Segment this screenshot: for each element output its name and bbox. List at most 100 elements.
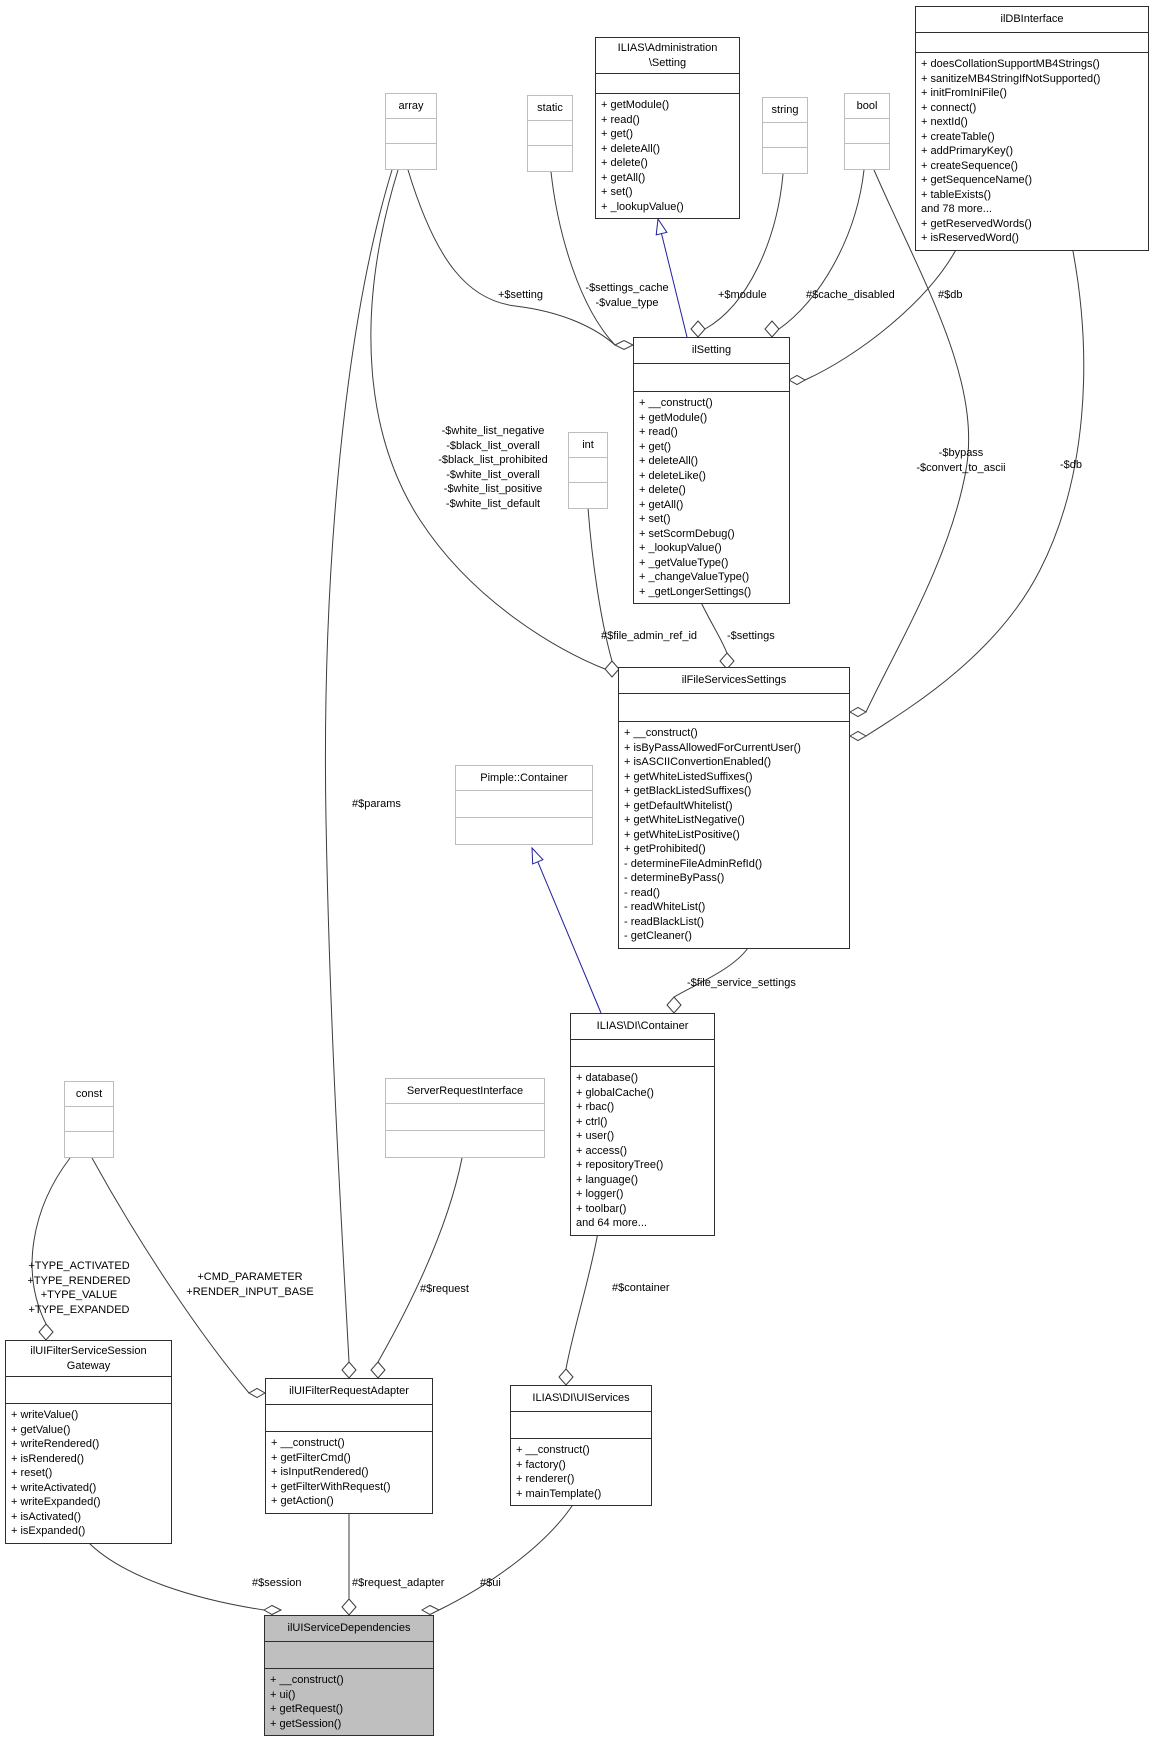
class-box-ui-filter-session-gateway[interactable]: ilUIFilterServiceSession Gateway + write… — [5, 1340, 172, 1544]
type-empty-cell — [845, 144, 889, 169]
member-line: + _getLongerSettings() — [639, 585, 752, 598]
member-line: + isASCIIConvertionEnabled() — [624, 756, 772, 768]
member-line: + __construct() — [624, 727, 698, 739]
member-line: and 78 more... — [921, 203, 992, 215]
class-members: + __construct()+ getFilterCmd()+ isInput… — [266, 1432, 432, 1513]
member-line: + getModule() — [639, 411, 708, 424]
member-line: + get() — [601, 128, 634, 140]
member-line: + setScormDebug() — [639, 527, 735, 540]
edge-db-fss — [865, 245, 1085, 737]
class-title: ILIAS\DI\UIServices — [511, 1386, 651, 1412]
diamond-session — [262, 1604, 283, 1616]
member-line: + deleteAll() — [601, 142, 661, 155]
member-line: + _lookupValue() — [639, 542, 722, 554]
type-title: Pimple::Container — [456, 766, 592, 791]
class-members: + writeValue()+ getValue()+ writeRendere… — [6, 1404, 171, 1543]
type-empty-cell — [763, 148, 807, 173]
member-line: + isExpanded() — [11, 1525, 86, 1537]
class-members: + getModule()+ read()+ get()+ deleteAll(… — [596, 94, 739, 218]
member-line: + createSequence() — [921, 159, 1018, 172]
edge-file-admin-ref-id — [587, 507, 613, 662]
member-line: + getReservedWords() — [921, 217, 1032, 230]
member-line: + read() — [639, 426, 678, 438]
member-line: + deleteLike() — [639, 469, 706, 482]
class-box-admin-setting[interactable]: ILIAS\Administration \Setting + getModul… — [595, 37, 740, 219]
edge-label-db-setting: #$db — [938, 289, 963, 301]
member-line: + getWhiteListPositive() — [624, 828, 740, 841]
edge-label-file-admin-ref-id: #$file_admin_ref_id — [601, 630, 698, 642]
member-line: + get() — [639, 440, 672, 453]
edge-label-file-service-settings: -$file_service_settings — [687, 977, 796, 989]
class-attributes-empty — [916, 33, 1148, 53]
type-empty-cell — [528, 146, 572, 171]
member-line: + rbac() — [576, 1101, 615, 1113]
edge-container — [565, 1231, 599, 1370]
edge-setting — [407, 169, 616, 346]
member-line: + getBlackListedSuffixes() — [624, 785, 752, 797]
edge-ui — [438, 1502, 575, 1611]
class-box-ilfileservicessettings[interactable]: ilFileServicesSettings + __construct()+ … — [618, 667, 850, 949]
type-title: bool — [845, 94, 889, 119]
class-members: + __construct() + getModule() + read() + ge… — [634, 392, 789, 603]
type-box-int: int — [568, 432, 608, 509]
diamond-bypass — [848, 706, 868, 718]
type-empty-cell — [386, 119, 436, 144]
edge-label-setting: +$setting — [498, 289, 543, 301]
type-empty-cell — [456, 818, 592, 844]
member-line: + getFilterCmd() — [271, 1451, 351, 1464]
class-box-ilsetting[interactable]: ilSetting + __construct()+ getModule()+ … — [633, 337, 790, 604]
diamond-type-constants — [38, 1323, 54, 1341]
member-line: - read() — [624, 886, 661, 899]
edge-label-settings-fss: -$settings — [727, 630, 775, 642]
class-box-ildbinterface[interactable]: ilDBInterface + doesCollationSupportMB4S… — [915, 6, 1149, 251]
edge-label-session: #$session — [252, 1577, 302, 1589]
member-line: + __construct() — [639, 397, 713, 409]
member-line: - determineFileAdminRefId() — [624, 857, 763, 870]
type-empty-cell — [569, 458, 607, 483]
member-line: + factory() — [516, 1458, 566, 1471]
member-line: + access() — [576, 1144, 628, 1157]
edge-cache-disabled — [778, 169, 865, 330]
diamond-request — [370, 1361, 386, 1379]
member-line: and 64 more... — [576, 1217, 647, 1229]
type-box-pimple-container: Pimple::Container — [455, 765, 593, 845]
class-box-ui-service-dependencies[interactable]: ilUIServiceDependencies + __construct()+… — [264, 1615, 434, 1736]
class-box-di-container[interactable]: ILIAS\DI\Container + database()+ globalC… — [570, 1013, 715, 1236]
member-line: + getFilterWithRequest() — [271, 1480, 391, 1493]
class-title: ILIAS\Administration \Setting — [596, 38, 739, 74]
diamond-module — [690, 320, 706, 338]
member-line: + _lookupValue() — [601, 200, 684, 213]
type-empty-cell — [65, 1132, 113, 1157]
member-line: + initFromIniFile() — [921, 87, 1007, 99]
class-box-di-ui-services[interactable]: ILIAS\DI\UIServices + __construct()+ fac… — [510, 1385, 652, 1506]
member-line: + getRequest() — [270, 1703, 344, 1715]
edge-db-setting — [804, 245, 959, 381]
member-line: + connect() — [921, 101, 977, 114]
class-members: + __construct()+ isByPassAllowedForCurre… — [619, 722, 849, 948]
class-title: ilUIFilterRequestAdapter — [266, 1379, 432, 1405]
edge-inherit-ilsetting — [661, 233, 688, 338]
member-line: + writeValue() — [11, 1409, 79, 1421]
diamond-params — [341, 1361, 357, 1379]
diamond-request-adapter — [341, 1598, 357, 1616]
edge-label-cache-disabled: #$cache_disabled — [806, 289, 895, 301]
class-box-ui-filter-request-adapter[interactable]: ilUIFilterRequestAdapter + __construct()… — [265, 1378, 433, 1514]
member-line: + getAll() — [639, 498, 684, 511]
edge-label-white-lists: -$white_list_negative -$black_list_overa… — [438, 425, 548, 510]
edge-settings-cache — [550, 171, 616, 346]
diamond-db-fss — [848, 730, 868, 742]
diamond-cmd-constants — [247, 1387, 267, 1399]
class-attributes-empty — [596, 74, 739, 94]
edge-module — [704, 173, 784, 330]
edge-cmd-constants — [91, 1157, 250, 1394]
member-line: + delete() — [639, 484, 686, 496]
member-line: + __construct() — [270, 1674, 344, 1686]
class-attributes-empty — [511, 1412, 651, 1439]
edge-request — [377, 1157, 463, 1363]
class-attributes-empty — [634, 364, 789, 392]
class-attributes-empty — [6, 1377, 171, 1404]
member-line: + writeActivated() — [11, 1481, 97, 1494]
type-title: ServerRequestInterface — [386, 1079, 544, 1104]
